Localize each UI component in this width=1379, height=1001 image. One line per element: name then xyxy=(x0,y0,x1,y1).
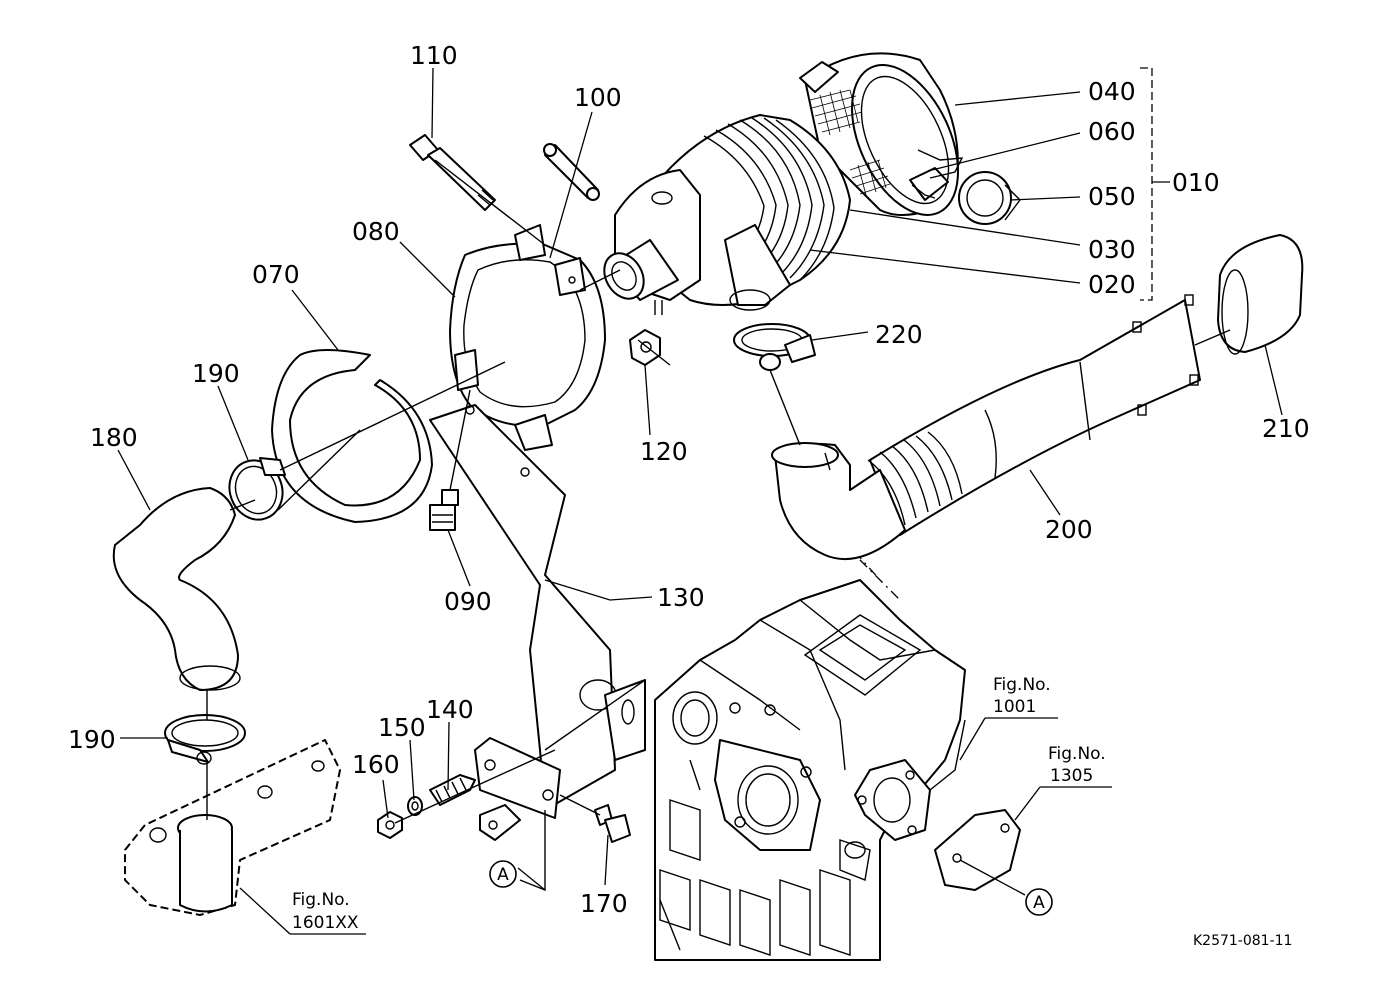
hose-corrugations xyxy=(867,431,963,526)
part-number-labels: 010 020 030 040 050 060 070 080 090 100 … xyxy=(68,41,1310,918)
inlet-hose xyxy=(771,294,1201,561)
label-100: 100 xyxy=(574,83,622,112)
label-120: 120 xyxy=(640,437,688,466)
label-080: 080 xyxy=(352,217,400,246)
label-070: 070 xyxy=(252,260,300,289)
clamp-190-lower xyxy=(164,714,246,765)
fig-ref-1001-line1: Fig.No. xyxy=(993,675,1051,695)
label-030: 030 xyxy=(1088,235,1136,264)
label-140: 140 xyxy=(426,695,474,724)
bracket-130 xyxy=(429,404,646,892)
label-090: 090 xyxy=(444,587,492,616)
engine-block xyxy=(654,559,1021,961)
hose-180 xyxy=(112,487,241,691)
fig-ref-1601-line1: Fig.No. xyxy=(292,890,350,910)
label-190-lower: 190 xyxy=(68,725,116,754)
label-180: 180 xyxy=(90,423,138,452)
label-110: 110 xyxy=(410,41,458,70)
figure-references: Fig.No. 1001 Fig.No. 1305 Fig.No. 1601XX xyxy=(292,675,1106,933)
marker-a-right: A xyxy=(1025,888,1053,916)
fig-ref-1001-line2: 1001 xyxy=(993,697,1036,717)
label-170: 170 xyxy=(580,889,628,918)
fig-ref-1305-line1: Fig.No. xyxy=(1048,744,1106,764)
stud-090 xyxy=(429,489,459,531)
label-200: 200 xyxy=(1045,515,1093,544)
label-050: 050 xyxy=(1088,182,1136,211)
drawing-code: K2571-081-11 xyxy=(1193,933,1292,949)
label-130: 130 xyxy=(657,583,705,612)
leader-lines xyxy=(117,67,1283,935)
svg-text:A: A xyxy=(497,865,509,885)
label-210: 210 xyxy=(1262,414,1310,443)
label-190-upper: 190 xyxy=(192,359,240,388)
label-010: 010 xyxy=(1172,168,1220,197)
label-220: 220 xyxy=(875,320,923,349)
washer-150 xyxy=(407,796,423,816)
band-070 xyxy=(271,349,433,523)
svg-text:A: A xyxy=(1033,893,1045,913)
nut-160 xyxy=(377,811,403,839)
fig-ref-1305-line2: 1305 xyxy=(1050,766,1093,786)
bolt-110 xyxy=(409,134,496,211)
sleeve-100 xyxy=(543,143,600,201)
bolt-170 xyxy=(594,804,631,843)
air-cleaner-assembly xyxy=(603,52,1021,315)
label-150: 150 xyxy=(378,713,426,742)
nut-120 xyxy=(629,329,661,366)
assembly-centerlines xyxy=(206,159,1231,824)
intake-manifold xyxy=(124,739,341,916)
label-040: 040 xyxy=(1088,77,1136,106)
hose-clamp xyxy=(733,323,816,371)
marker-a-left: A xyxy=(489,860,517,888)
fig-ref-1601-line2: 1601XX xyxy=(292,913,359,933)
label-020: 020 xyxy=(1088,270,1136,299)
band-080 xyxy=(449,224,606,451)
label-160: 160 xyxy=(352,750,400,779)
filter-mesh xyxy=(809,89,891,196)
rain-cap xyxy=(1217,234,1304,355)
label-060: 060 xyxy=(1088,117,1136,146)
